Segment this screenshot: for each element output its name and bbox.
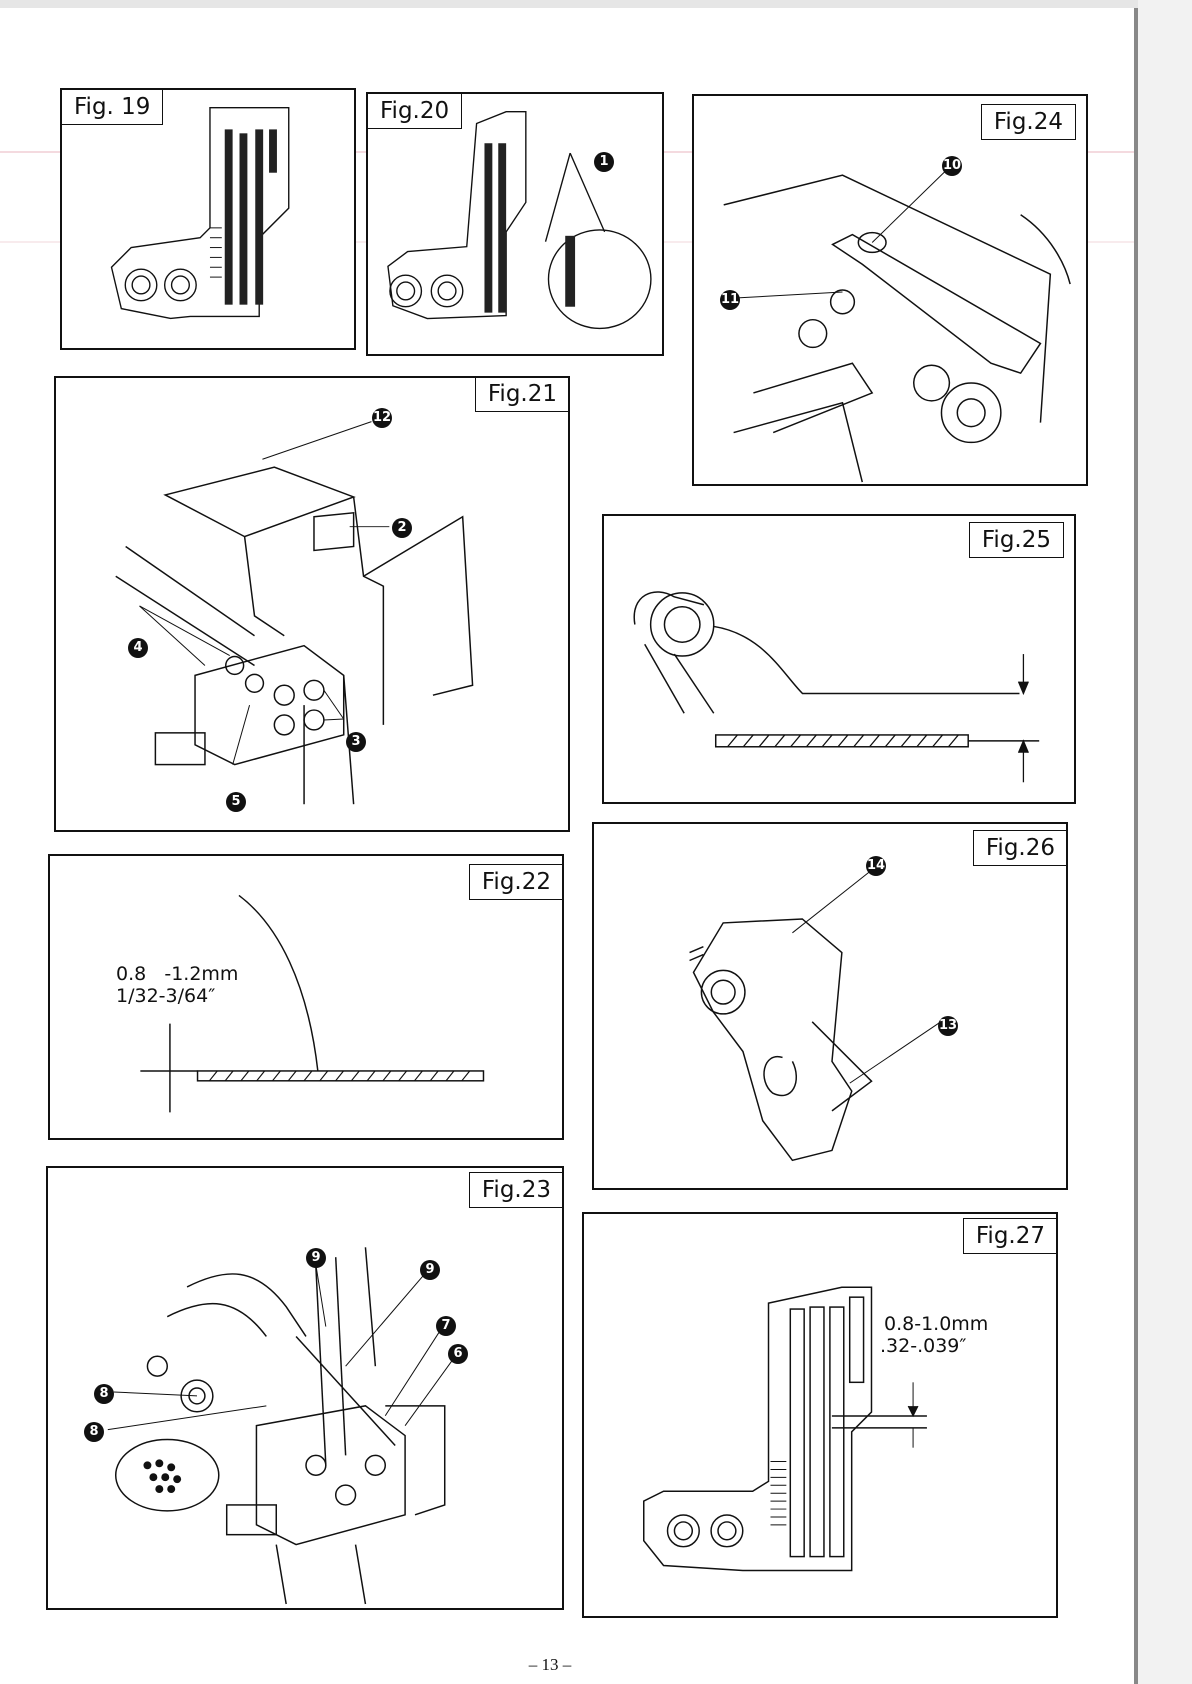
callout-6: 6 — [448, 1344, 468, 1364]
figure-20: 1 Fig.20 — [366, 92, 664, 356]
callout-14: 14 — [866, 856, 886, 876]
figure-24-title: Fig.24 — [981, 104, 1076, 140]
figure-19-title: Fig. 19 — [62, 90, 163, 125]
callout-11: 11 — [720, 290, 740, 310]
callout-8-upper: 8 — [94, 1384, 114, 1404]
page-number: – 13 – — [0, 1655, 1100, 1675]
figure-27-title: Fig.27 — [963, 1218, 1058, 1254]
callout-10: 10 — [942, 156, 962, 176]
callout-8-lower: 8 — [84, 1422, 104, 1442]
callout-13: 13 — [938, 1016, 958, 1036]
figure-27-dimension-mm: 0.8-1.0mm — [884, 1314, 988, 1335]
figure-26-title: Fig.26 — [973, 830, 1068, 866]
figure-27-dimension-in: .32-.039″ — [880, 1336, 966, 1357]
figure-20-title: Fig.20 — [368, 94, 462, 129]
figure-22-dimension-mm: 0.8 -1.2mm — [116, 964, 238, 985]
throat-plate-detail-illustration — [368, 94, 662, 354]
callout-9-right: 9 — [420, 1260, 440, 1280]
upper-looper-illustration — [594, 824, 1066, 1188]
figure-22-title: Fig.22 — [469, 864, 564, 900]
figure-27: 0.8-1.0mm .32-.039″ Fig.27 — [582, 1212, 1058, 1618]
callout-3: 3 — [346, 732, 366, 752]
callout-7: 7 — [436, 1316, 456, 1336]
looper-mechanism-illustration — [694, 96, 1086, 484]
figure-25-title: Fig.25 — [969, 522, 1064, 558]
looper-assembly-illustration — [48, 1168, 562, 1608]
figure-22-dimension-in: 1/32-3/64″ — [116, 986, 215, 1007]
feed-dog-assembly-illustration — [56, 378, 568, 830]
callout-5: 5 — [226, 792, 246, 812]
figure-21-title: Fig.21 — [475, 376, 570, 412]
callout-9-left: 9 — [306, 1248, 326, 1268]
callout-12: 12 — [372, 408, 392, 428]
throat-plate-illustration — [62, 90, 354, 348]
looper-height-illustration — [604, 516, 1074, 802]
figure-23-title: Fig.23 — [469, 1172, 564, 1208]
figure-19: Fig. 19 — [60, 88, 356, 350]
figure-24: 10 11 Fig.24 — [692, 94, 1088, 486]
callout-1: 1 — [594, 152, 614, 172]
figure-21: 12 2 4 3 5 Fig.21 — [54, 376, 570, 832]
callout-2: 2 — [392, 518, 412, 538]
throat-plate-gap-illustration — [584, 1214, 1056, 1616]
figure-26: 14 13 Fig.26 — [592, 822, 1068, 1190]
callout-4: 4 — [128, 638, 148, 658]
figure-23: 9 9 7 6 8 8 Fig.23 — [46, 1166, 564, 1610]
figure-22: 0.8 -1.2mm 1/32-3/64″ Fig.22 — [48, 854, 564, 1140]
figure-25: Fig.25 — [602, 514, 1076, 804]
